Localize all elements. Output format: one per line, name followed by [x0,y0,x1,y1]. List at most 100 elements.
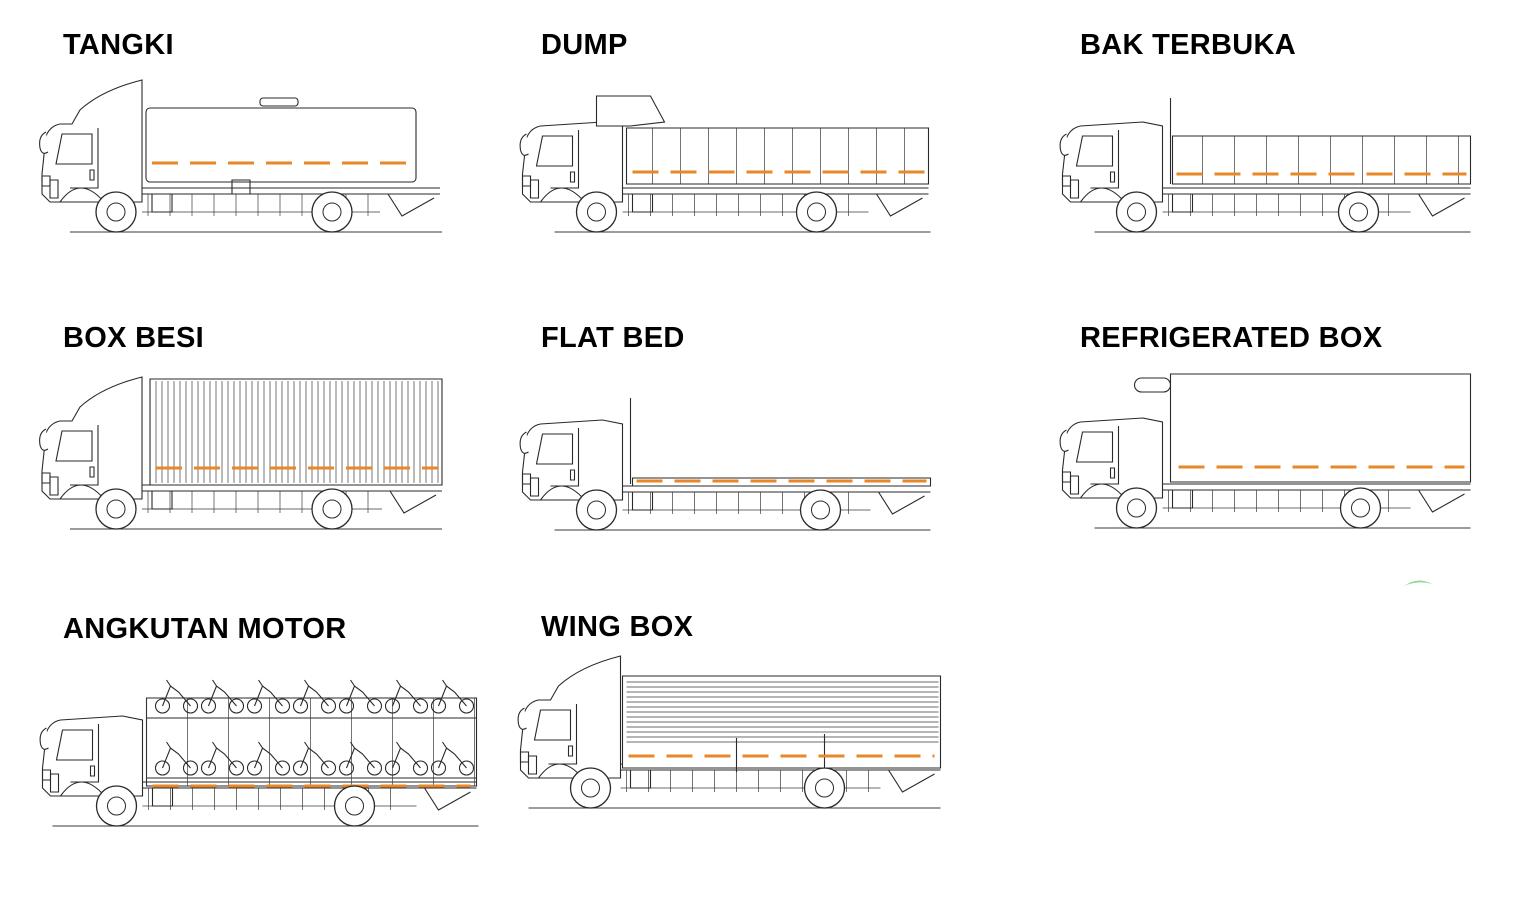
door-handle [571,470,575,480]
wheel-arch [60,188,104,202]
moto-frame [393,680,421,706]
wheel-arch [61,782,105,796]
motorcycle [432,680,474,713]
moto-wheel-front [156,699,170,713]
moto-wheel-front [386,699,400,713]
truck-cab [520,420,622,500]
mirror [1060,430,1068,451]
cab-step [1071,476,1079,494]
moto-frame [163,742,191,768]
moto-frame [439,680,467,706]
moto-frame [209,742,237,768]
truck-cab [40,716,142,796]
cab-window [57,730,93,760]
moto-frame [255,742,283,768]
dump-truck-illustration [508,92,933,238]
reefer-box-body [1171,374,1471,482]
mirror [518,708,526,729]
headlight [43,770,51,780]
fuel-tank [1173,194,1193,212]
moto-frame [393,742,421,768]
headlight [523,176,531,186]
moto-frame [301,742,329,768]
front-wheel-hub [582,779,600,797]
dump-canopy [597,96,665,126]
rear-bumper [425,788,471,810]
truck-cab [40,377,142,499]
door-handle [1111,468,1115,478]
cab-step [531,180,539,198]
moto-wheel-rear [276,761,290,775]
open-bed-truck-illustration [1048,92,1473,238]
truck-cab [40,80,142,202]
fuel-tank [153,788,173,806]
cab-window [537,434,573,464]
wheel-arch [541,188,585,202]
chassis [142,485,442,513]
tank-hatch [260,98,298,106]
motorcycle [156,742,198,775]
cab-step [531,478,539,496]
chassis [142,188,440,216]
fuel-tank [1173,490,1193,508]
motorcycle [294,680,336,713]
front-wheel-hub [107,500,125,518]
front-wheel-hub [107,203,125,221]
wheel-arch [1081,188,1125,202]
motorcycle [340,742,382,775]
moto-wheel-rear [230,699,244,713]
headlight [42,176,50,186]
truck-cab [1060,418,1162,498]
door-handle [91,766,95,776]
moto-frame [301,680,329,706]
motorcycle [294,742,336,775]
mirror [40,132,48,153]
door-handle [90,170,94,180]
motorcycle [340,680,382,713]
moto-wheel-rear [460,699,474,713]
cab-window [1077,136,1113,166]
tank-truck-illustration [30,78,450,238]
wing-box-truck-illustration [510,672,945,814]
variant-label: TANGKI [63,29,174,61]
rear-wheel-hub [346,797,364,815]
door-handle [569,746,573,756]
moto-frame [163,680,191,706]
headlight [521,752,529,762]
moto-wheel-front [294,699,308,713]
moto-wheel-front [432,761,446,775]
mirror [1060,134,1068,155]
rear-wheel-hub [816,779,834,797]
variant-label: ANGKUTAN MOTOR [63,613,347,645]
motorcycle [202,680,244,713]
variant-label: FLAT BED [541,322,685,354]
cab-step [50,180,58,198]
valve-box [232,180,250,194]
wheel-arch [60,485,104,499]
front-wheel-hub [1128,203,1146,221]
cab-step [529,756,537,774]
chassis [623,188,929,216]
rear-wheel-hub [812,501,830,519]
door-handle [90,467,94,477]
variant-label: WING BOX [541,611,694,643]
variant-label: BAK TERBUKA [1080,29,1296,61]
moto-frame [347,742,375,768]
rear-wheel-hub [1352,499,1370,517]
fuel-tank [152,194,172,212]
motorcycle-carrier-truck-illustration [32,668,477,832]
front-wheel-hub [1128,499,1146,517]
moto-wheel-front [202,699,216,713]
door-handle [571,172,575,182]
mirror [520,432,528,453]
dump-body [627,128,929,184]
cab-window [535,710,571,740]
moto-frame [209,680,237,706]
cab-window [56,134,92,164]
moto-wheel-rear [276,699,290,713]
steel-box-truck-illustration [30,375,450,535]
moto-wheel-rear [184,699,198,713]
cab-step [51,774,59,792]
headlight [523,474,531,484]
wheel-arch [541,486,585,500]
